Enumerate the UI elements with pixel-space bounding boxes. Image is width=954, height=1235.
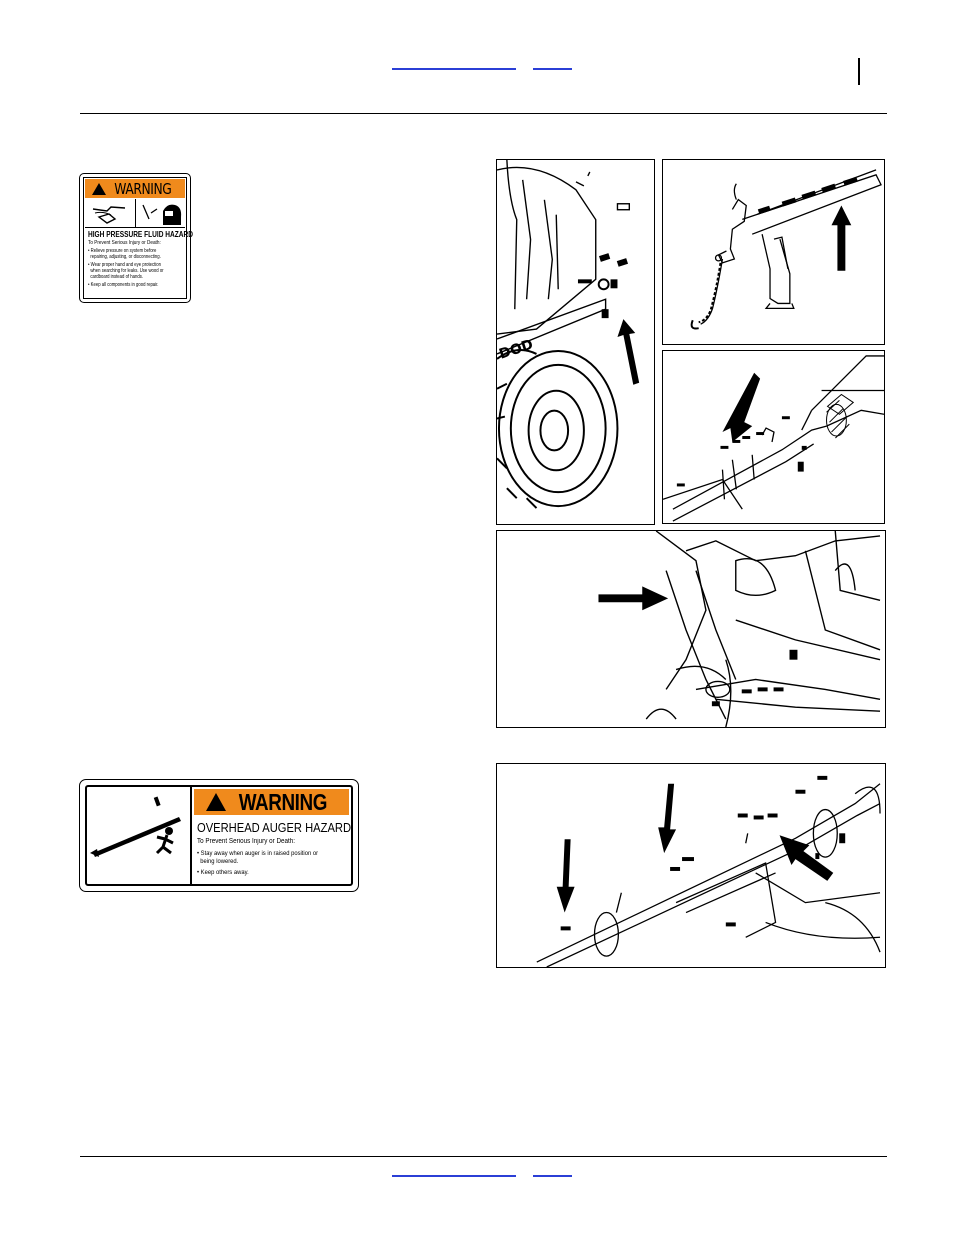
pointer-arrow-icon — [598, 586, 669, 611]
pointer-arrow-icon — [722, 372, 761, 442]
warning-triangle-icon — [92, 182, 107, 195]
decal-bullet: • Keep others away. — [197, 869, 249, 876]
pointer-arrow-icon — [556, 839, 575, 913]
decal-subtitle: To Prevent Serious Injury or Death: — [197, 838, 296, 845]
footer-link-title[interactable] — [392, 1175, 516, 1177]
svg-text:DOD: DOD — [497, 337, 535, 363]
decal-signal-word: WARNING — [114, 179, 172, 198]
decal-signal-word: WARNING — [238, 788, 328, 815]
header-link-contents[interactable] — [533, 68, 572, 70]
decal-pictograms — [85, 199, 185, 228]
decal-high-pressure-fluid: WARNING HIGH PRESSURE FLUID HAZARD To Pr… — [79, 173, 193, 303]
hand-injury-pictogram-icon — [92, 204, 182, 225]
decal-bullet: • Wear proper hand and eye protection wh… — [88, 262, 164, 280]
decal-warning-banner: WARNING — [194, 789, 349, 815]
header-page-divider — [858, 58, 860, 85]
decal-hazard-title: HIGH PRESSURE FLUID HAZARD — [88, 230, 193, 239]
decal-subtitle: To Prevent Serious Injury or Death: — [88, 240, 161, 246]
illustration-auger-pivot — [496, 530, 886, 728]
footer-rule — [80, 1156, 887, 1157]
pointer-arrow-icon — [617, 319, 640, 385]
decal-bullet: • Relieve pressure on system before repa… — [88, 248, 161, 260]
pointer-arrow-icon — [831, 205, 852, 271]
decal-bullet: • Keep all components in good repair. — [88, 282, 159, 288]
warning-triangle-icon — [206, 793, 227, 811]
decal-warning-banner: WARNING — [85, 179, 185, 198]
illustration-auger-tube — [496, 763, 886, 968]
illustration-tank-wheel: DOD — [496, 159, 655, 525]
pointer-arrow-icon — [658, 783, 677, 854]
decal-hazard-title: OVERHEAD AUGER HAZARD — [197, 820, 352, 835]
footer-link-contents[interactable] — [533, 1175, 572, 1177]
decal-bullet: • Stay away when auger is in raised posi… — [197, 850, 319, 865]
pointer-arrow-icon — [779, 835, 834, 881]
illustration-auger-intake — [662, 350, 885, 524]
header-rule — [80, 113, 887, 114]
overhead-auger-pictogram-icon — [90, 796, 181, 857]
illustration-hitch-jack — [662, 159, 885, 345]
decal-overhead-auger: WARNING OVERHEAD AUGER HAZARD To Prevent… — [79, 779, 359, 892]
header-link-title[interactable] — [392, 68, 516, 70]
